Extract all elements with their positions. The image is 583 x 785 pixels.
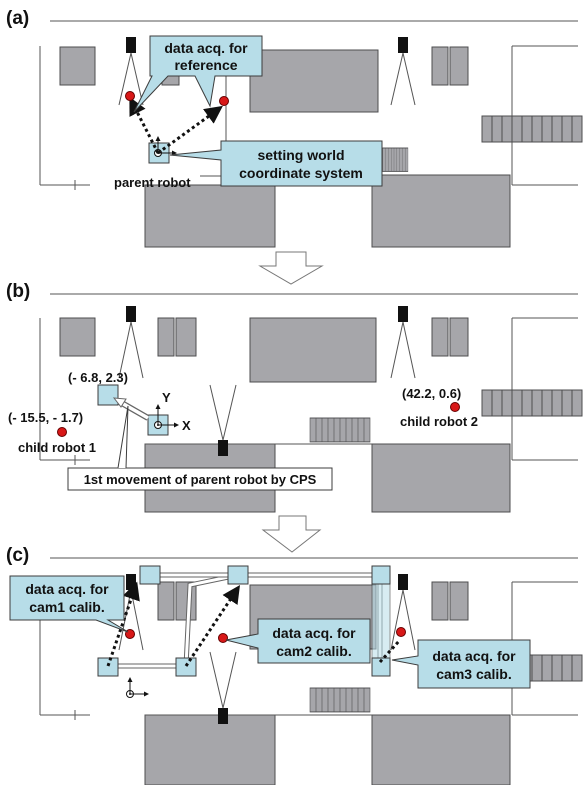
transition-arrow-ab [258,251,324,285]
camera-icon [398,37,408,53]
callout-cam2: data acq. for cam2 calib. [225,618,371,664]
axis-y-label: Y [162,390,171,405]
callout-cam1-line1: data acq. for [25,581,109,597]
path-cam1 [106,581,140,667]
coord-child1: (- 15.5, - 1.7) [8,410,83,425]
coord-parent-target: (- 6.8, 2.3) [68,370,128,385]
panel-a: (a) [6,8,583,248]
robot-position [139,565,161,585]
camera-b-2 [390,306,416,379]
callout-cam3: data acq. for cam3 calib. [391,639,531,689]
path-to-reference-1 [129,96,160,154]
axis-x-label: X [182,418,191,433]
camera-icon [398,574,408,590]
camera-icon [126,306,136,322]
robot-position [97,657,119,677]
callout-movement-text: 1st movement of parent robot by CPS [84,472,317,487]
callout-reference-line2: reference [174,57,237,73]
panel-b: (b) [6,281,583,513]
callout-reference-line1: data acq. for [164,40,248,56]
camera-icon [218,440,228,456]
robot-position [175,657,197,677]
child-robot-1-point [57,427,67,437]
camera-b-3 [209,384,237,456]
cam3-point [396,627,406,637]
camera-c-3 [209,651,237,724]
floor-plan-a [39,40,583,248]
parent-robot-target [97,384,119,406]
callout-movement: 1st movement of parent robot by CPS [67,405,333,491]
camera-a-1 [118,37,144,106]
robot-position [227,565,249,585]
path-cam3 [378,638,402,664]
camera-icon [218,708,228,724]
callout-cam1-line2: cam1 calib. [29,599,105,615]
child-robot-2-label: child robot 2 [400,414,478,429]
coord-child2: (42.2, 0.6) [402,386,461,401]
panel-b-label: (b) [6,281,30,302]
callout-cam3-line1: data acq. for [432,648,516,664]
callout-cam1: data acq. for cam1 calib. [9,575,129,633]
camera-icon [126,37,136,53]
panel-c: (c) [6,545,583,785]
camera-a-2 [390,37,416,106]
cam2-point [218,633,228,643]
reference-point-2 [219,96,229,106]
camera-icon [398,306,408,322]
robot-position [371,657,391,677]
callout-world-line2: coordinate system [239,165,363,181]
path-to-reference-2 [157,105,223,155]
callout-cam2-line2: cam2 calib. [276,643,352,659]
robot-position [371,565,391,585]
child-robot-1-label: child robot 1 [18,440,96,455]
transition-arrow-bc [261,515,322,553]
reference-point-1 [125,91,135,101]
callout-world-line1: setting world [257,147,344,163]
callout-cam2-line1: data acq. for [272,625,356,641]
path-cam2 [184,585,240,667]
child-robot-2-point [450,402,460,412]
camera-b-1 [118,306,144,379]
panel-a-label: (a) [6,8,29,29]
callout-reference: data acq. for reference [133,35,263,113]
camera-c-2 [390,574,416,651]
panel-c-label: (c) [6,545,29,566]
camera-icon [126,574,136,590]
parent-robot-label: parent robot [114,175,191,190]
callout-world: setting world coordinate system [169,140,383,187]
callout-cam3-line2: cam3 calib. [436,666,512,682]
